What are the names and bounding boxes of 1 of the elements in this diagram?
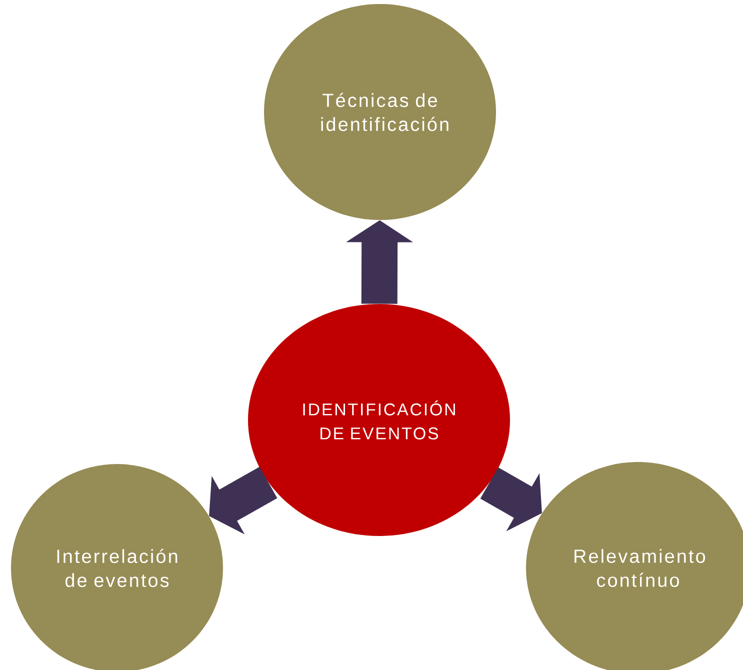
block-arrow (209, 466, 278, 534)
